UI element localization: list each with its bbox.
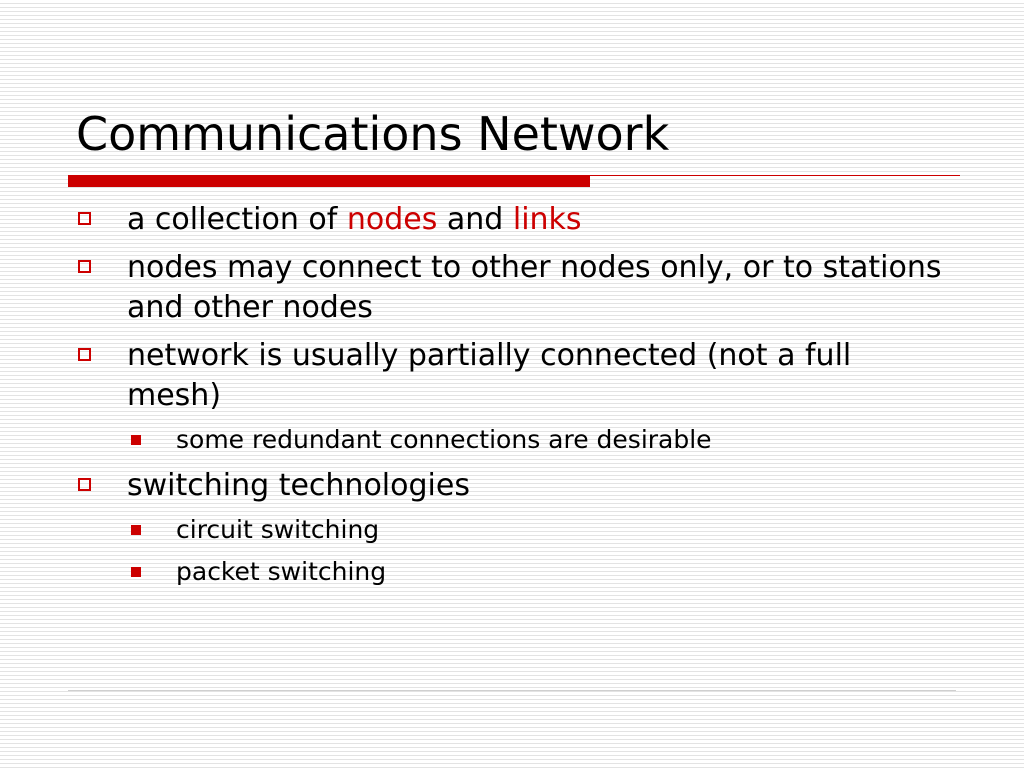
footer-divider <box>68 690 956 691</box>
sub-bullet-text: some redundant connections are desirable <box>176 425 712 454</box>
filled-square-bullet-icon <box>131 435 141 445</box>
sub-bullet-item: circuit switching <box>127 512 946 548</box>
filled-square-bullet-icon <box>131 567 141 577</box>
bullet-item: nodes may connect to other nodes only, o… <box>76 248 946 328</box>
bullet-item: a collection of nodes and links <box>76 200 946 240</box>
sub-bullet-text: packet switching <box>176 557 387 586</box>
bullet-item: switching technologies circuit switching… <box>76 466 946 590</box>
sub-bullet-item: packet switching <box>127 554 946 590</box>
bullet-text: network is usually partially connected (… <box>127 338 852 413</box>
highlight-term-links: links <box>512 202 582 237</box>
bullet-text: switching technologies <box>127 468 470 503</box>
hollow-square-bullet-icon <box>78 348 91 361</box>
bullet-text-prefix: a collection of <box>127 202 347 237</box>
bullet-text-middle: and <box>437 202 513 237</box>
bullet-list: a collection of nodes and links nodes ma… <box>76 200 946 590</box>
title-underline-thin <box>590 175 960 176</box>
slide-title: Communications Network <box>76 107 670 161</box>
sub-bullet-item: some redundant connections are desirable <box>127 422 946 458</box>
sub-bullet-list: circuit switching packet switching <box>127 512 946 590</box>
hollow-square-bullet-icon <box>78 478 91 491</box>
sub-bullet-list: some redundant connections are desirable <box>127 422 946 458</box>
filled-square-bullet-icon <box>131 525 141 535</box>
sub-bullet-text: circuit switching <box>176 515 380 544</box>
hollow-square-bullet-icon <box>78 212 91 225</box>
hollow-square-bullet-icon <box>78 260 91 273</box>
bullet-text: nodes may connect to other nodes only, o… <box>127 250 942 325</box>
title-underline-thick <box>68 175 590 187</box>
bullet-item: network is usually partially connected (… <box>76 336 946 458</box>
highlight-term-nodes: nodes <box>346 202 438 237</box>
